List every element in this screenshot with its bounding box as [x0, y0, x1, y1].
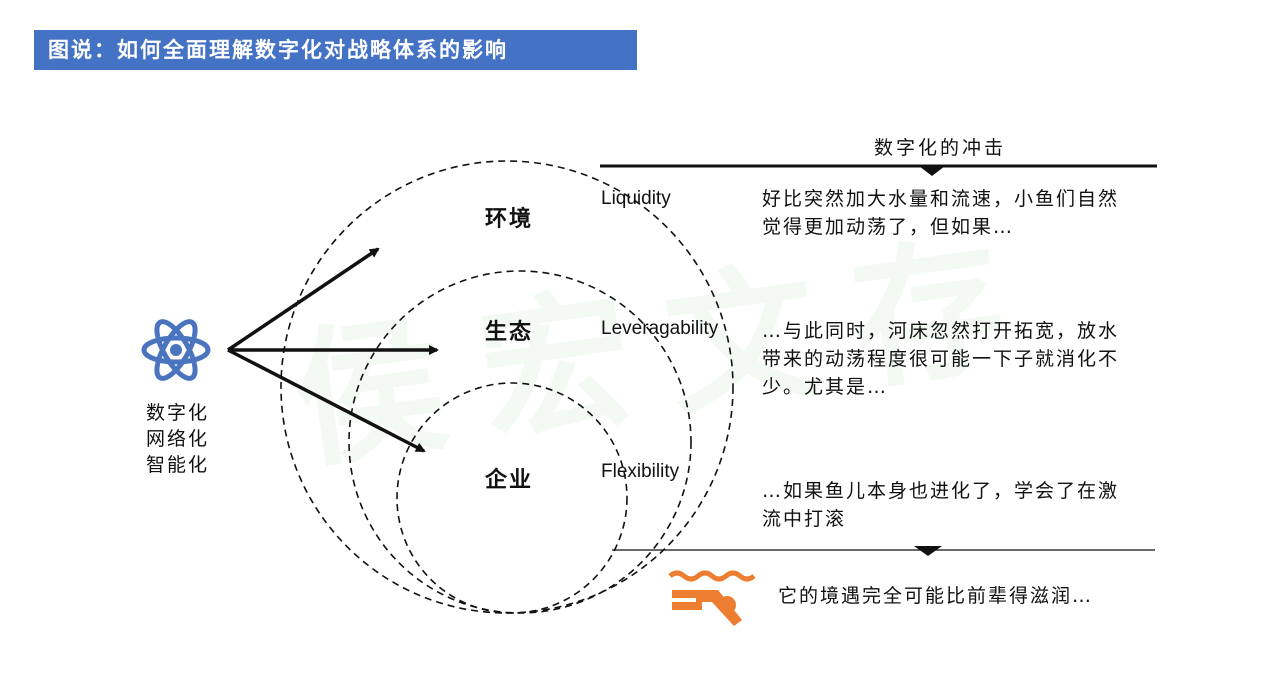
swimmer-icon — [668, 570, 756, 626]
layer-name-environment: 环境 — [485, 207, 534, 232]
impact-header-label: 数字化的冲击 — [874, 137, 1007, 159]
arrow-to-enterprise — [227, 348, 426, 453]
conclusion-text: 它的境遇完全可能比前辈得滋润… — [778, 585, 1094, 607]
description-environment: 好比突然加大水量和流速，小鱼们自然觉得更加动荡了，但如果… — [762, 188, 1120, 238]
arrow-to-environment — [227, 247, 380, 352]
driver-label: 智能化 — [146, 454, 210, 476]
term-flexibility: Flexibility — [601, 461, 680, 482]
term-liquidity: Liquidity — [601, 188, 671, 209]
driver-label: 数字化 — [146, 402, 210, 424]
description-ecosystem: …与此同时，河床忽然打开拓宽，放水带来的动荡程度很可能一下子就消化不少。尤其是… — [762, 320, 1120, 398]
atom-icon — [141, 319, 211, 381]
layer-name-enterprise: 企业 — [485, 468, 534, 493]
description-enterprise: …如果鱼儿本身也进化了，学会了在激流中打滚 — [762, 480, 1120, 530]
conclusion-pointer — [914, 546, 942, 556]
term-leveragability: Leveragability — [601, 318, 719, 339]
driver-label: 网络化 — [146, 428, 210, 450]
page-title: 图说：如何全面理解数字化对战略体系的影响 — [48, 38, 508, 62]
enterprise-circle — [396, 382, 628, 614]
title-banner: 图说：如何全面理解数字化对战略体系的影响 — [34, 30, 637, 70]
impact-header-pointer — [919, 166, 945, 176]
driver-labels: 数字化 网络化 智能化 — [146, 400, 216, 478]
layer-name-ecosystem: 生态 — [485, 320, 534, 345]
